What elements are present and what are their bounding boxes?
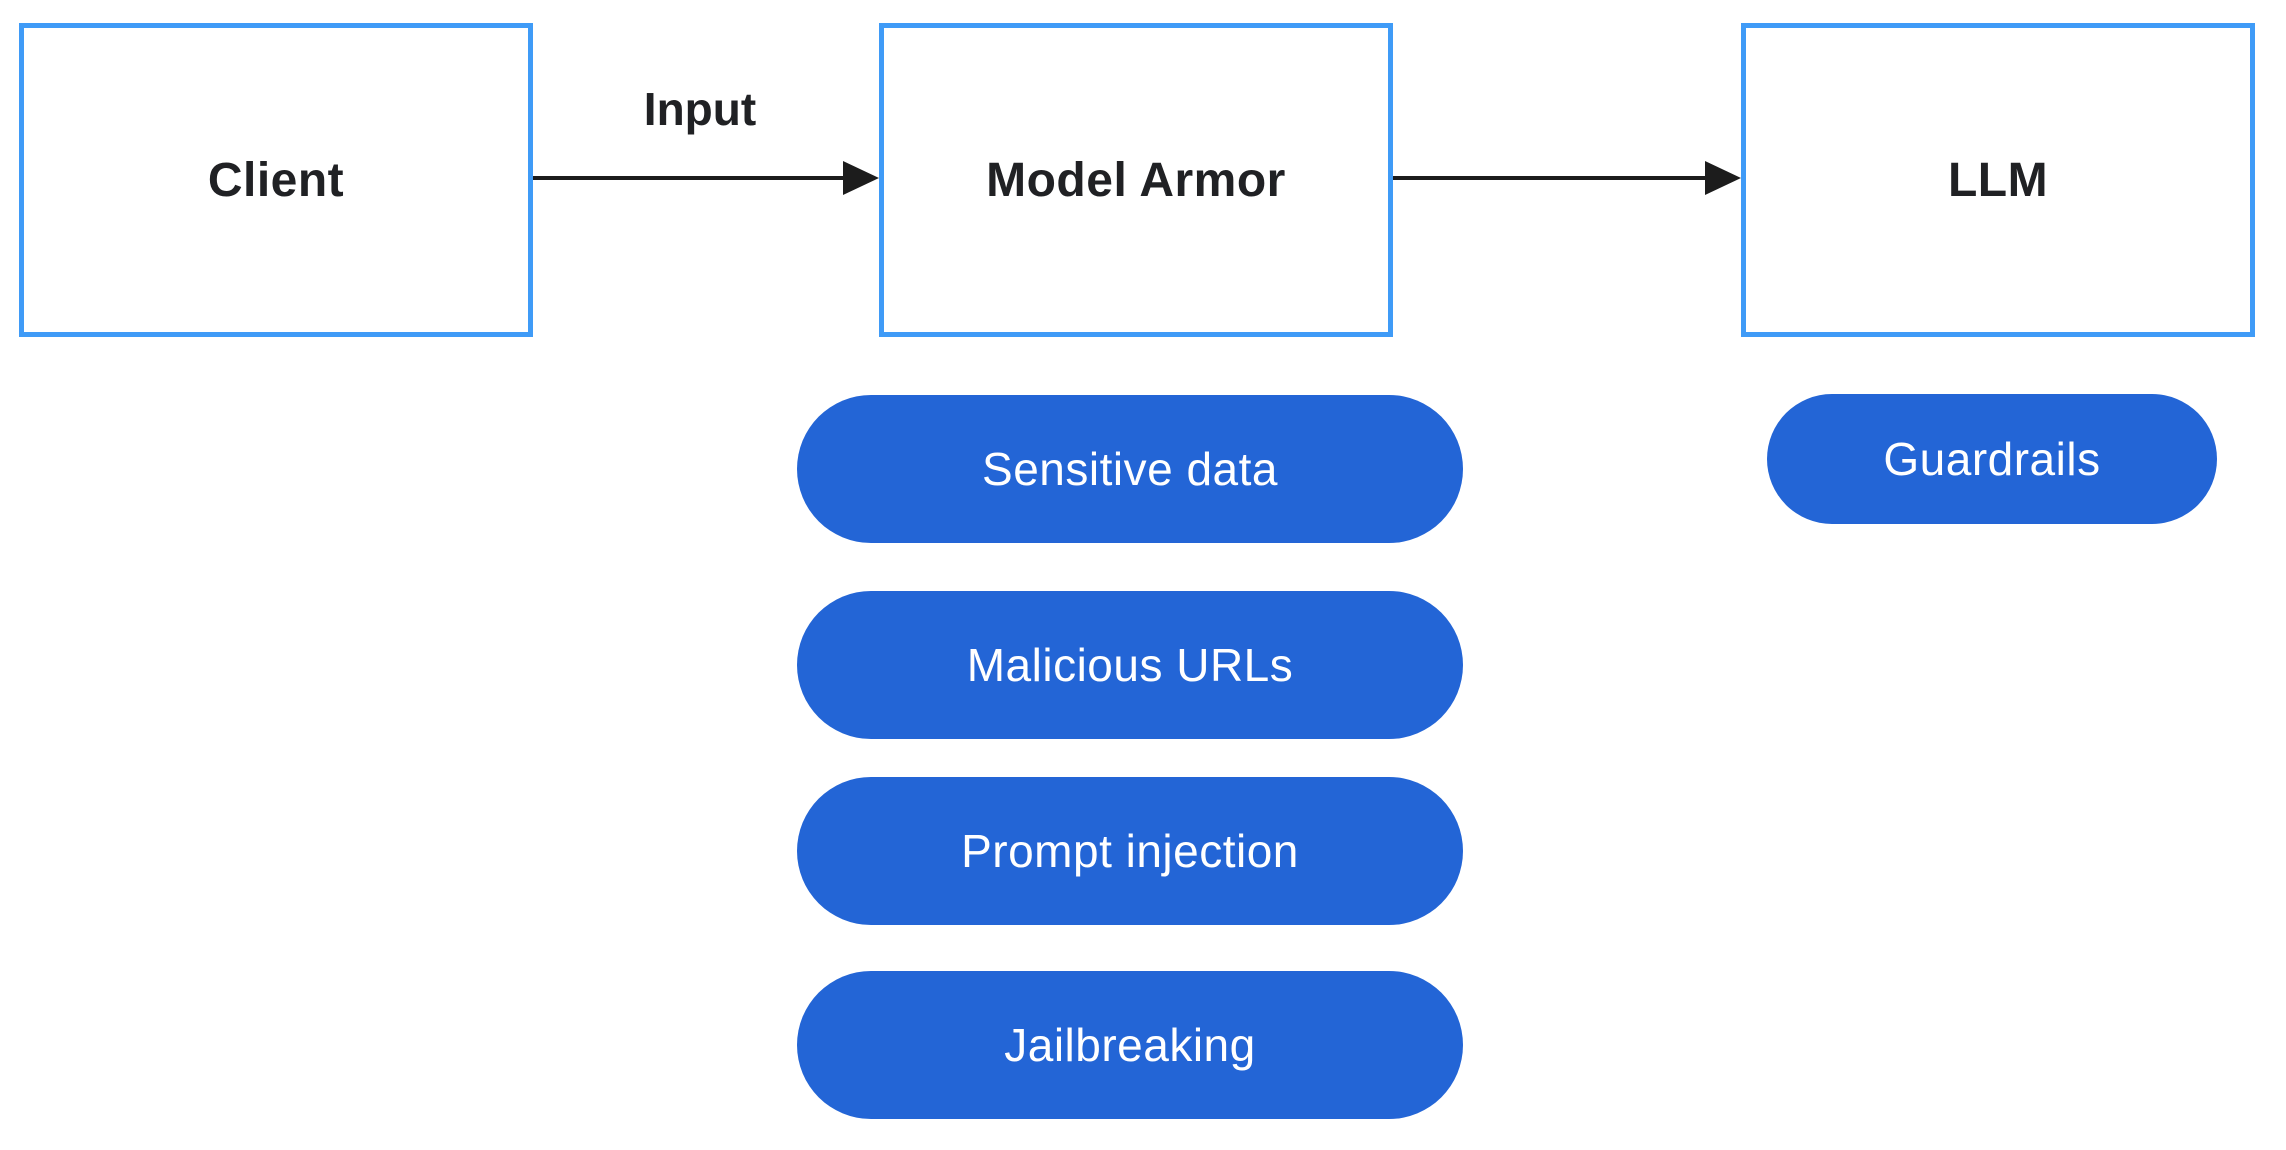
node-model-armor: Model Armor <box>879 23 1393 337</box>
pill-guardrails: Guardrails <box>1767 394 2217 524</box>
pill-guardrails-label: Guardrails <box>1883 433 2101 485</box>
arrow-model-armor-to-llm-head-icon <box>1705 161 1741 195</box>
pill-malicious-urls: Malicious URLs <box>797 591 1463 739</box>
arrow-client-to-model-armor-head-icon <box>843 161 879 195</box>
pill-sensitive-data-label: Sensitive data <box>982 443 1278 495</box>
node-model-armor-label: Model Armor <box>986 153 1286 207</box>
node-llm-label: LLM <box>1947 153 2049 207</box>
arrow-model-armor-to-llm-line <box>1393 176 1709 180</box>
pill-sensitive-data: Sensitive data <box>797 395 1463 543</box>
node-client: Client <box>19 23 533 337</box>
node-client-label: Client <box>207 153 345 207</box>
pill-prompt-injection: Prompt injection <box>797 777 1463 925</box>
edge-input-label: Input <box>643 83 757 135</box>
pill-jailbreaking: Jailbreaking <box>797 971 1463 1119</box>
pill-malicious-urls-label: Malicious URLs <box>966 639 1294 691</box>
node-llm: LLM <box>1741 23 2255 337</box>
pill-jailbreaking-label: Jailbreaking <box>1004 1019 1256 1071</box>
arrow-client-to-model-armor-line <box>533 176 849 180</box>
pill-prompt-injection-label: Prompt injection <box>961 825 1299 877</box>
